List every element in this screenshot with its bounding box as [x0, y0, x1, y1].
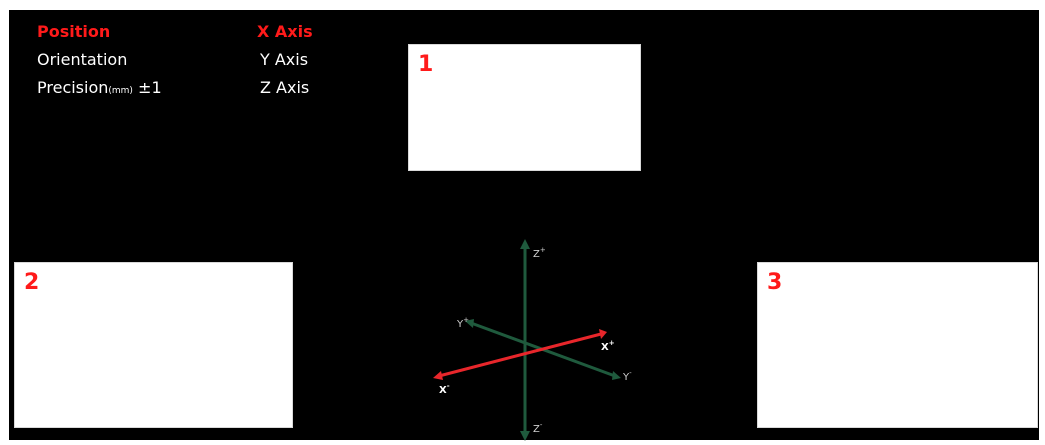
menu-precision[interactable]: Precision(mm) ±1 — [37, 78, 162, 101]
z-minus-label: Z- — [533, 421, 543, 435]
z-plus-arrowhead — [520, 239, 530, 249]
x-plus-label: X+ — [601, 339, 615, 353]
y-minus-arrowhead — [612, 371, 621, 380]
slot-number-2: 2 — [24, 270, 40, 295]
menu-x-axis[interactable]: X Axis — [257, 22, 313, 41]
menu-z-axis[interactable]: Z Axis — [260, 78, 310, 97]
x-plus-arrowhead — [599, 329, 607, 339]
precision-value: ±1 — [138, 78, 162, 97]
y-minus-label: Y- — [622, 369, 632, 383]
axis-diagram: Z+ Z- Y+ Y- X+ X- — [433, 239, 632, 441]
menu-position[interactable]: Position — [37, 22, 111, 41]
x-minus-arrowhead — [433, 371, 443, 380]
slot-number-3: 3 — [767, 270, 783, 295]
x-axis-line — [438, 332, 602, 378]
viewer-canvas: Position Orientation Precision(mm) ±1 X … — [9, 10, 1039, 441]
z-plus-label: Z+ — [533, 246, 546, 260]
view-slot-3[interactable]: 3 — [757, 262, 1038, 428]
y-plus-label: Y+ — [456, 316, 469, 330]
z-minus-arrowhead — [520, 431, 530, 441]
precision-label: Precision — [37, 78, 109, 97]
slot-number-1: 1 — [418, 52, 434, 77]
view-slot-2[interactable]: 2 — [14, 262, 293, 428]
x-minus-label: X- — [439, 382, 450, 396]
menu-orientation[interactable]: Orientation — [37, 50, 128, 69]
precision-unit: (mm) — [108, 86, 133, 96]
view-slot-1[interactable]: 1 — [408, 44, 641, 171]
menu-y-axis[interactable]: Y Axis — [260, 50, 309, 69]
y-plus-arrowhead — [465, 319, 474, 328]
